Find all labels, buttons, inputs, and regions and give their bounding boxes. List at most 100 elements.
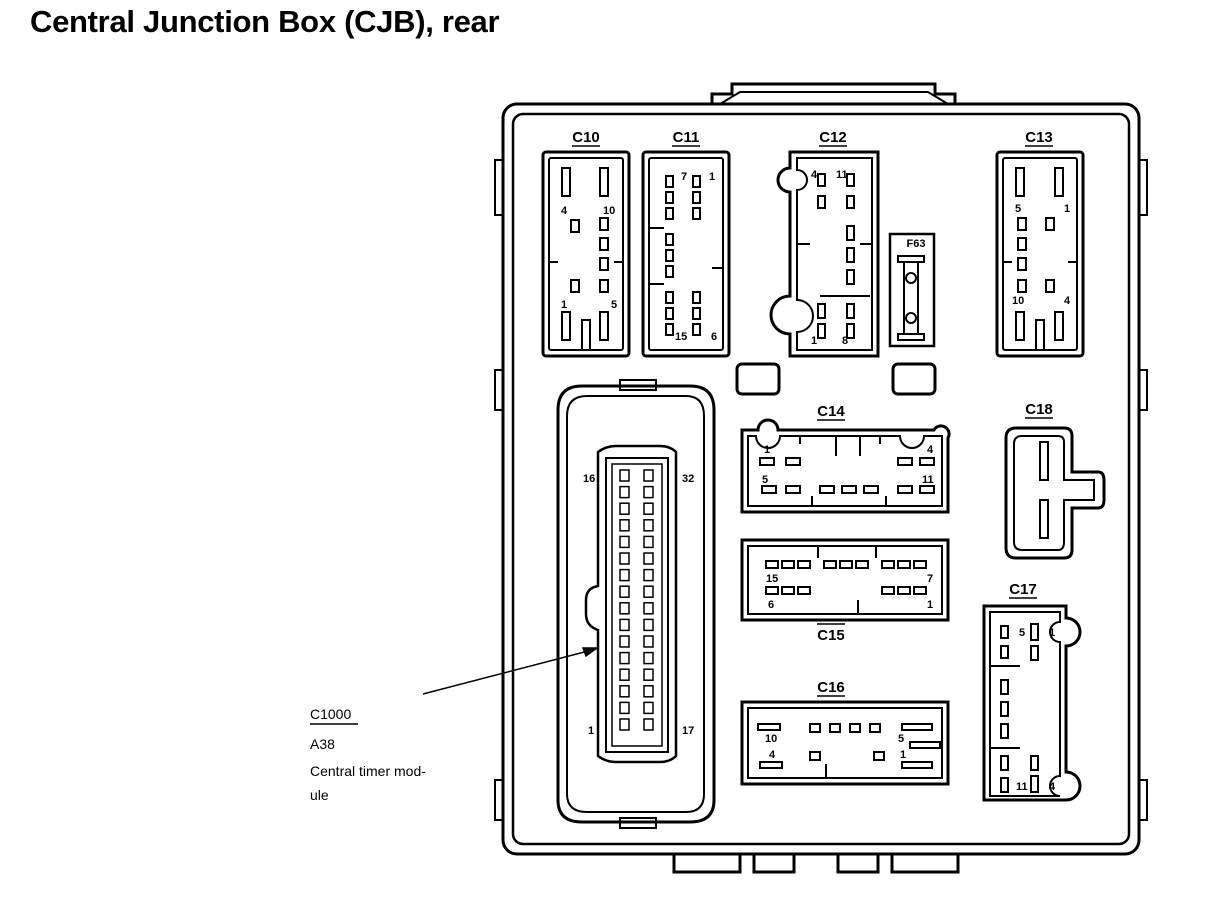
junction-box-housing <box>494 82 1148 874</box>
c17-pin-1: 1 <box>1049 627 1055 639</box>
c1000-pin-slot <box>643 718 654 731</box>
c1000-pin-32: 32 <box>682 473 694 485</box>
c10-pin-5: 5 <box>611 299 617 311</box>
c16-pin-5: 5 <box>898 733 904 745</box>
c1000-pin-slot <box>643 552 654 565</box>
c15-pin-1: 1 <box>927 599 933 611</box>
c1000-pin-slot <box>643 568 654 582</box>
connector-c18 <box>1004 426 1106 560</box>
c1000-pin-16: 16 <box>583 473 595 485</box>
callout-description-line1: Central timer mod- <box>310 763 426 779</box>
callout-component-code: A38 <box>310 736 335 752</box>
c1000-pin-1: 1 <box>588 725 594 737</box>
label-c16: C16 <box>817 679 845 696</box>
c16-pin-1: 1 <box>900 749 906 761</box>
c1000-pin-slot <box>643 585 654 598</box>
c14-pin-4: 4 <box>927 444 934 456</box>
c14-pin-11: 11 <box>922 474 934 486</box>
label-f63: F63 <box>907 238 926 250</box>
label-c18: C18 <box>1025 401 1053 418</box>
label-c17: C17 <box>1009 581 1037 598</box>
c15-pin-7: 7 <box>927 573 933 585</box>
c17-pin-11: 11 <box>1016 781 1028 793</box>
c1000-pin-slot <box>643 635 654 648</box>
callout-description-line2: ule <box>310 787 329 803</box>
c11-pin-15: 15 <box>675 331 687 343</box>
c17-pin-5: 5 <box>1019 627 1025 639</box>
c11-pin-7: 7 <box>681 171 687 183</box>
c1000-pin-slot <box>643 668 654 681</box>
latch-right <box>891 362 937 396</box>
c16-pin-4: 4 <box>769 749 776 761</box>
c1000-pin-slot <box>643 485 654 499</box>
c1000-pin-slot <box>619 651 630 665</box>
c1000-pin-slot <box>643 701 654 715</box>
c1000-pin-array <box>619 469 654 731</box>
callout-arrow <box>422 647 600 695</box>
c13-pin-10: 10 <box>1012 295 1024 307</box>
c15-pin-6: 6 <box>768 599 774 611</box>
c10-pin-4: 4 <box>561 205 568 217</box>
connector-c13 <box>995 150 1085 358</box>
c1000-pin-17: 17 <box>682 725 694 737</box>
c1000-pin-slot <box>619 701 630 715</box>
c1000-pin-slot <box>619 485 630 499</box>
c16-pin-10: 10 <box>765 733 777 745</box>
c10-pin-10: 10 <box>603 205 615 217</box>
c12-pin-11: 11 <box>836 169 848 181</box>
c13-pin-1: 1 <box>1064 203 1070 215</box>
c1000-pin-slot <box>643 651 654 665</box>
connector-c11 <box>641 150 731 358</box>
c1000-pin-slot <box>619 585 630 598</box>
c1000-pin-slot <box>643 502 654 515</box>
label-c11: C11 <box>673 129 700 146</box>
c14-pin-5: 5 <box>762 474 768 486</box>
connector-c1000 <box>556 379 716 829</box>
callout-connector: C1000 <box>310 706 351 722</box>
connector-labels: C10 C11 C12 F63 C13 C14 C18 C15 C16 C17 <box>572 129 1053 696</box>
connector-c12 <box>769 150 880 358</box>
c1000-pin-slot <box>619 519 630 532</box>
label-c15: C15 <box>817 627 845 644</box>
connector-c14 <box>740 418 951 514</box>
c1000-pin-slot <box>619 602 630 615</box>
c11-pin-1: 1 <box>709 171 715 183</box>
c1000-pin-slot <box>619 718 630 731</box>
label-c10: C10 <box>572 129 600 146</box>
label-c13: C13 <box>1025 129 1053 146</box>
c1000-pin-slot <box>619 635 630 648</box>
c14-pin-1: 1 <box>764 444 770 456</box>
connector-c10 <box>541 150 631 358</box>
c11-pin-6: 6 <box>711 331 717 343</box>
c1000-pin-slot <box>619 685 630 698</box>
c1000-pin-slot <box>643 602 654 615</box>
c13-pin-5: 5 <box>1015 203 1021 215</box>
c1000-pin-slot <box>643 469 654 482</box>
c10-pin-1: 1 <box>561 299 567 311</box>
fuse-f63 <box>888 232 936 348</box>
c12-pin-8: 8 <box>842 335 848 347</box>
callout: C1000 A38 Central timer mod- ule <box>310 706 426 803</box>
c13-pin-4: 4 <box>1064 295 1071 307</box>
latch-left <box>735 362 781 396</box>
c1000-pin-slot <box>619 568 630 582</box>
label-c12: C12 <box>819 129 847 146</box>
connector-c17 <box>982 604 1082 802</box>
connector-c15 <box>740 538 950 622</box>
c12-pin-4: 4 <box>811 169 818 181</box>
c17-pin-4: 4 <box>1049 781 1056 793</box>
c1000-pin-slot <box>619 552 630 565</box>
c1000-pin-slot <box>643 519 654 532</box>
c1000-pin-slot <box>619 469 630 482</box>
c12-pin-1: 1 <box>811 335 817 347</box>
c1000-pin-slot <box>619 535 630 549</box>
c1000-pin-slot <box>619 502 630 515</box>
connector-c16 <box>740 700 950 786</box>
c1000-pin-slot <box>619 618 630 632</box>
c15-pin-15: 15 <box>766 573 778 585</box>
c1000-pin-slot <box>619 668 630 681</box>
label-underlines <box>310 145 1053 725</box>
c1000-pin-slot <box>643 535 654 549</box>
c1000-pin-slot <box>643 685 654 698</box>
